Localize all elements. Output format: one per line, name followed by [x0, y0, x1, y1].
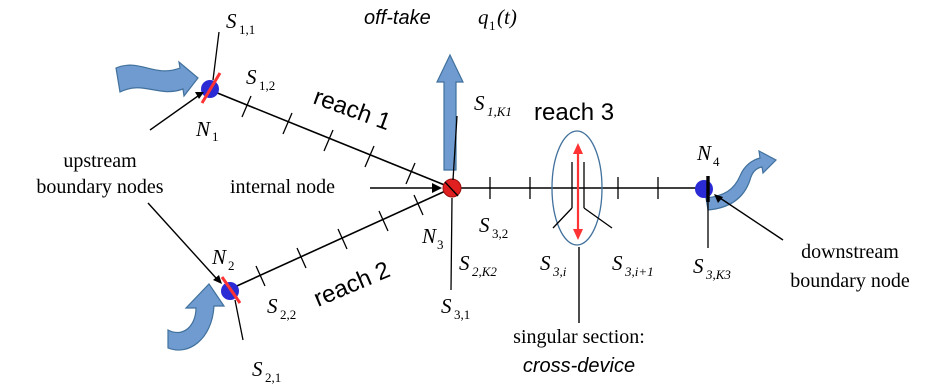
reach-3-ticks: [489, 177, 659, 199]
cross-device-label: cross-device: [523, 355, 635, 377]
offtake-arrow: [436, 53, 464, 171]
section-s31-label: S: [441, 294, 452, 318]
upstream-label-line2: boundary nodes: [36, 176, 163, 198]
section-s32-sub: 3,2: [492, 226, 508, 241]
reach-2-label: reach 2: [310, 256, 394, 312]
reach-2-ticks: [255, 194, 424, 287]
section-s31-sub: 3,1: [454, 307, 470, 322]
singular-section-label: singular section:: [513, 326, 645, 348]
reach-1-ticks: [241, 95, 416, 185]
leader-arrows: [147, 92, 784, 323]
node-n2-label: N: [211, 245, 227, 269]
section-s2k2-label: S: [459, 251, 470, 275]
singular-section-ellipse: [551, 130, 603, 246]
offtake-q-arg: (t): [497, 5, 517, 29]
node-n1-sub: 1: [212, 129, 219, 144]
section-s22-label: S: [267, 294, 278, 318]
downstream-label-line1: downstream: [801, 241, 899, 263]
reach-2-line: [227, 187, 453, 291]
cross-device-red-arrow: [573, 143, 583, 240]
upstream-flow-arrow-2: [167, 283, 226, 351]
offtake-title: off-take: [364, 7, 431, 29]
downstream-flow-arrow: [705, 149, 777, 211]
offtake-q-sub: 1: [489, 18, 496, 33]
section-s21-label: S: [252, 357, 263, 381]
offtake-q: q: [478, 5, 489, 29]
section-s11-sub: 1,1: [239, 22, 255, 37]
section-s12-label: S: [246, 65, 257, 89]
section-s21-sub: 2,1: [265, 370, 281, 385]
section-s1k1-sub: 1,K1: [487, 104, 512, 119]
reach-1-label: reach 1: [310, 83, 394, 136]
section-s22-sub: 2,2: [280, 307, 296, 322]
section-s12-sub: 1,2: [259, 78, 275, 93]
section-s3i-sub: 3,i: [552, 264, 567, 279]
section-s2k2-sub: 2,K2: [472, 264, 497, 279]
node-n3-label: N: [421, 224, 437, 248]
section-s1k1-label: S: [474, 91, 485, 115]
section-s3i1-sub: 3,i+1: [624, 264, 654, 279]
section-s3i-label: S: [540, 251, 551, 275]
section-s3k3-sub: 3,K3: [705, 267, 731, 282]
reach-3-label: reach 3: [534, 99, 614, 126]
node-n4-label: N: [696, 141, 712, 165]
node-n1-label: N: [195, 117, 211, 141]
node-n4-sub: 4: [713, 154, 720, 169]
node-n3-sub: 3: [437, 237, 444, 252]
internal-node-label: internal node: [230, 176, 335, 198]
section-s3k3-label: S: [693, 254, 704, 278]
node-n3-internal: [442, 178, 462, 198]
downstream-label-line2: boundary node: [790, 270, 910, 292]
section-s11-label: S: [226, 9, 237, 33]
upstream-flow-arrow-1: [115, 60, 199, 98]
section-s3i1-label: S: [612, 251, 623, 275]
node-n2-sub: 2: [228, 258, 235, 273]
upstream-label-line1: upstream: [63, 150, 137, 172]
node-n4: [695, 180, 713, 198]
section-s32-label: S: [479, 213, 490, 237]
